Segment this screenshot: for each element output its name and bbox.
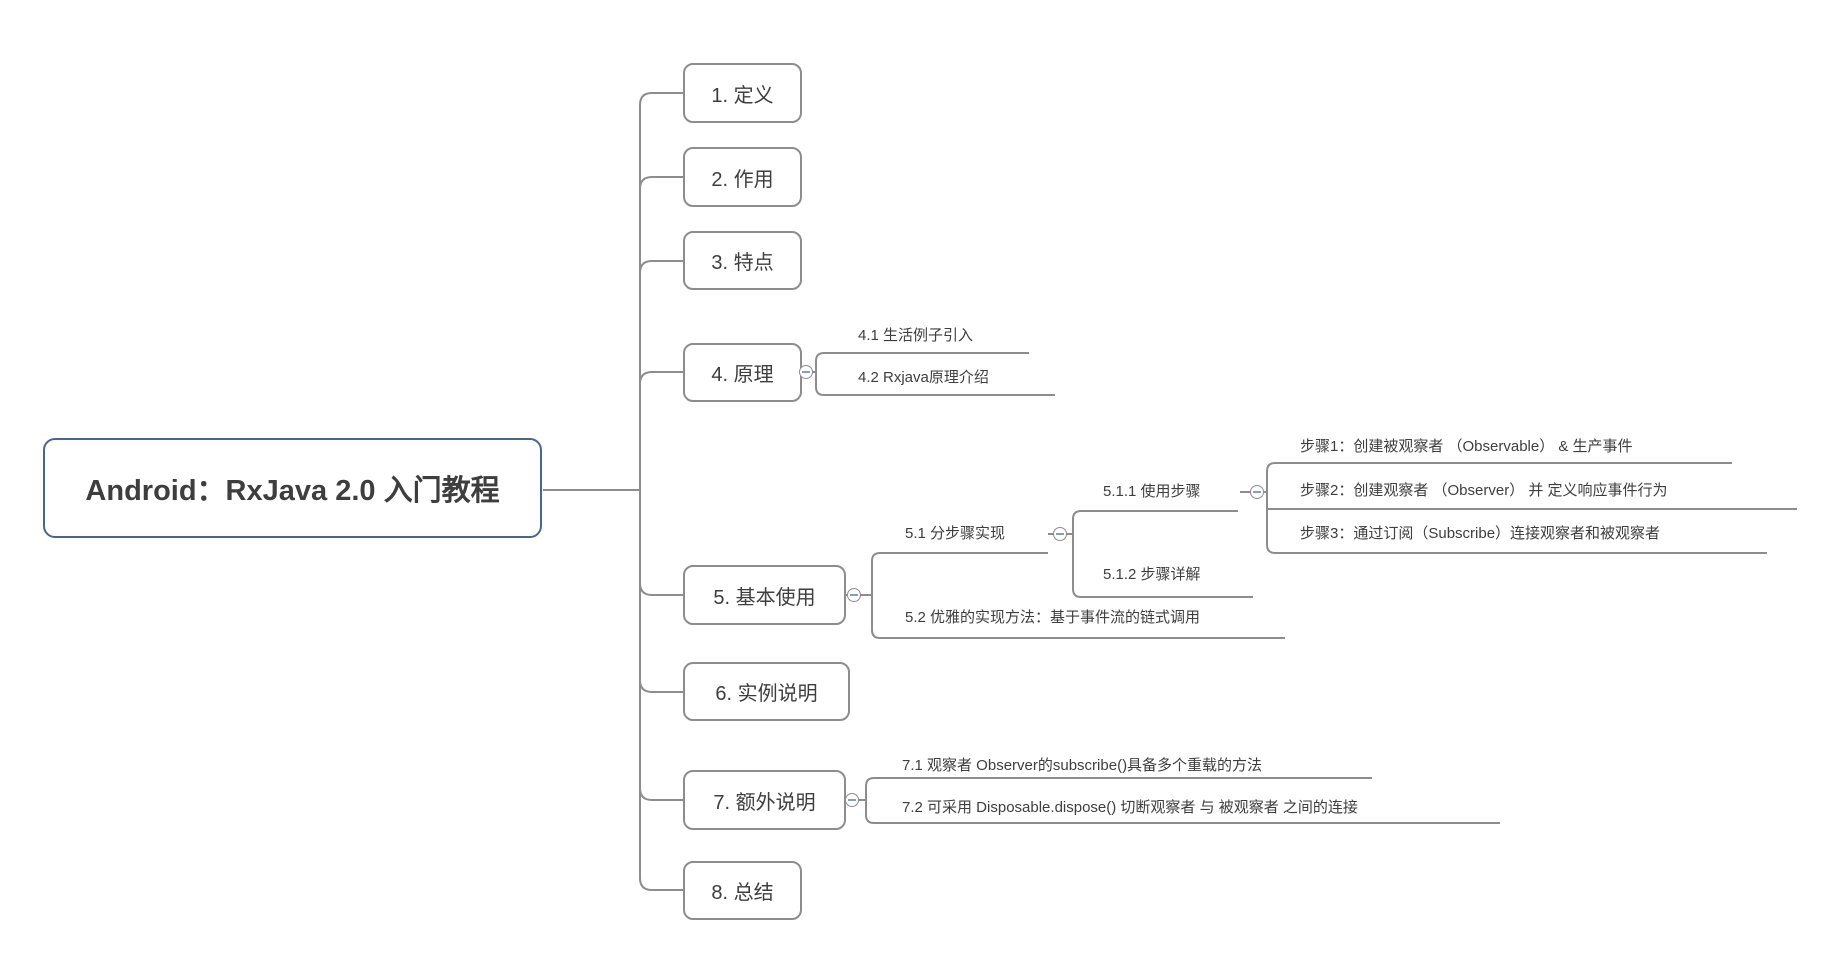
minus-glyph [802, 371, 810, 373]
connector-branch-2 [639, 176, 683, 190]
connector-branch-4 [639, 371, 683, 385]
topic-label: 8. 总结 [711, 882, 774, 904]
topic-8-summary[interactable]: 8. 总结 [683, 861, 802, 920]
topic-label: 5. 基本使用 [713, 586, 816, 609]
minus-glyph [1056, 533, 1064, 535]
subtopic-step-1[interactable]: 步骤1：创建被观察者 （Observable） & 生产事件 [1300, 438, 1633, 455]
subtopic-7-2[interactable]: 7.2 可采用 Disposable.dispose() 切断观察者 与 被观察… [902, 799, 1358, 816]
connector-5-fork [871, 552, 1285, 639]
minus-glyph [1253, 491, 1261, 493]
connector-51-fork [1072, 510, 1253, 598]
collapse-icon-topic-5-1[interactable] [1053, 527, 1067, 541]
topic-2-purpose[interactable]: 2. 作用 [683, 147, 802, 207]
topic-4-principle[interactable]: 4. 原理 [683, 343, 802, 402]
subtopic-step-3[interactable]: 步骤3：通过订阅（Subscribe）连接观察者和被观察者 [1300, 525, 1661, 542]
subtopic-5-1-2[interactable]: 5.1.2 步骤详解 [1103, 566, 1201, 583]
connector-branch-5 [639, 582, 683, 596]
connector-7-fork [865, 777, 1500, 824]
subtopic-step-2[interactable]: 步骤2：创建观察者 （Observer） 并 定义响应事件行为 [1300, 482, 1668, 499]
topic-label: 2. 作用 [711, 168, 774, 191]
subtopic-5-1-1[interactable]: 5.1.1 使用步骤 [1103, 483, 1201, 500]
minus-glyph [848, 799, 856, 801]
connector-branch-7 [639, 787, 683, 801]
subtopic-7-1[interactable]: 7.1 观察者 Observer的subscribe()具备多个重载的方法 [902, 757, 1263, 774]
topic-label: 1. 定义 [711, 84, 774, 107]
topic-label: 6. 实例说明 [715, 683, 818, 705]
topic-label: 7. 额外说明 [713, 791, 816, 814]
collapse-icon-topic-4[interactable] [799, 365, 813, 379]
topic-3-features[interactable]: 3. 特点 [683, 231, 802, 290]
topic-label: 3. 特点 [711, 252, 774, 274]
subtopic-4-2[interactable]: 4.2 Rxjava原理介绍 [858, 369, 989, 386]
topic-label: 4. 原理 [711, 364, 774, 386]
connector-4-fork [815, 352, 1055, 396]
topic-5-basic-usage[interactable]: 5. 基本使用 [683, 565, 846, 625]
connector-branch-6 [639, 679, 683, 693]
subtopic-5-2[interactable]: 5.2 优雅的实现方法：基于事件流的链式调用 [905, 609, 1201, 626]
connector-spine [639, 92, 683, 891]
topic-6-example[interactable]: 6. 实例说明 [683, 662, 850, 721]
subtopic-4-1[interactable]: 4.1 生活例子引入 [858, 327, 974, 344]
collapse-icon-topic-7[interactable] [845, 793, 859, 807]
collapse-icon-topic-5-1-1[interactable] [1250, 485, 1264, 499]
collapse-icon-topic-5[interactable] [847, 588, 861, 602]
root-topic[interactable]: Android：RxJava 2.0 入门教程 [43, 438, 542, 538]
topic-7-extra-notes[interactable]: 7. 额外说明 [683, 770, 846, 830]
topic-1-definition[interactable]: 1. 定义 [683, 63, 802, 123]
minus-glyph [850, 594, 858, 596]
subtopic-5-1[interactable]: 5.1 分步骤实现 [905, 525, 1006, 542]
root-topic-label: Android：RxJava 2.0 入门教程 [85, 475, 500, 507]
connector-branch-3 [639, 260, 683, 274]
